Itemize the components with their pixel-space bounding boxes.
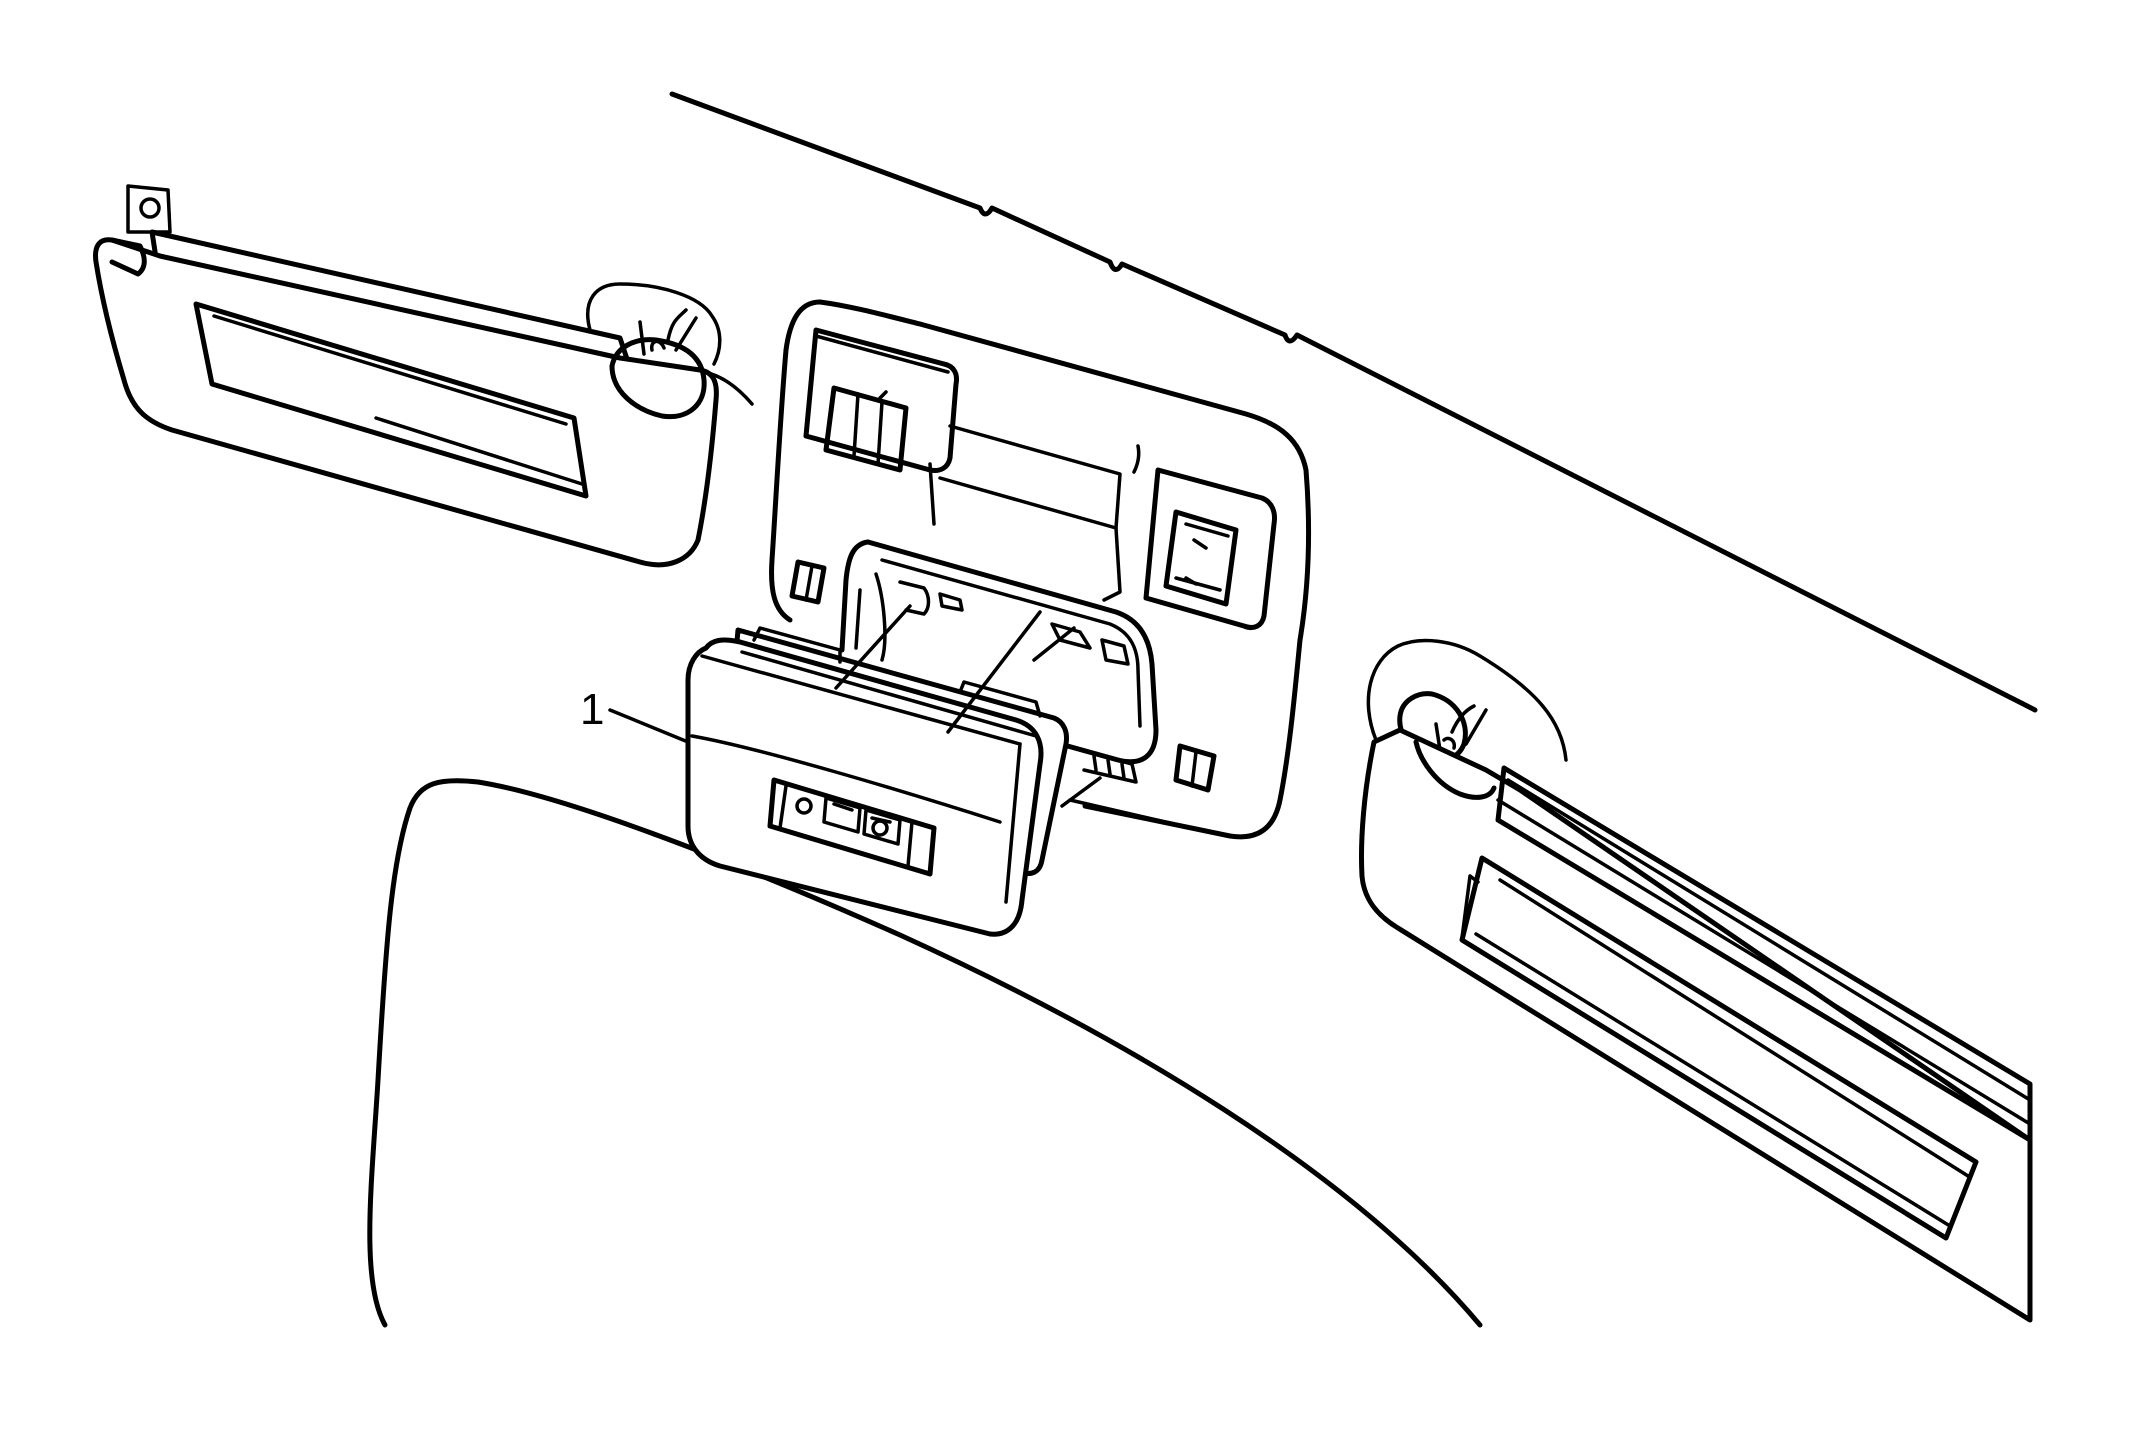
right-sun-visor <box>1359 638 2033 1323</box>
callout-1-label: 1 <box>580 685 604 734</box>
console-housing <box>769 299 1311 840</box>
left-sun-visor <box>93 184 754 568</box>
callout-1: 1 <box>580 685 690 744</box>
callout-1-leader-line <box>608 708 690 744</box>
console-opening <box>827 539 1159 784</box>
overhead-console-module <box>685 626 1069 937</box>
installation-guide-lines <box>834 604 1102 808</box>
windshield-opening <box>367 778 1483 1328</box>
headliner-front-edge <box>669 91 2038 713</box>
